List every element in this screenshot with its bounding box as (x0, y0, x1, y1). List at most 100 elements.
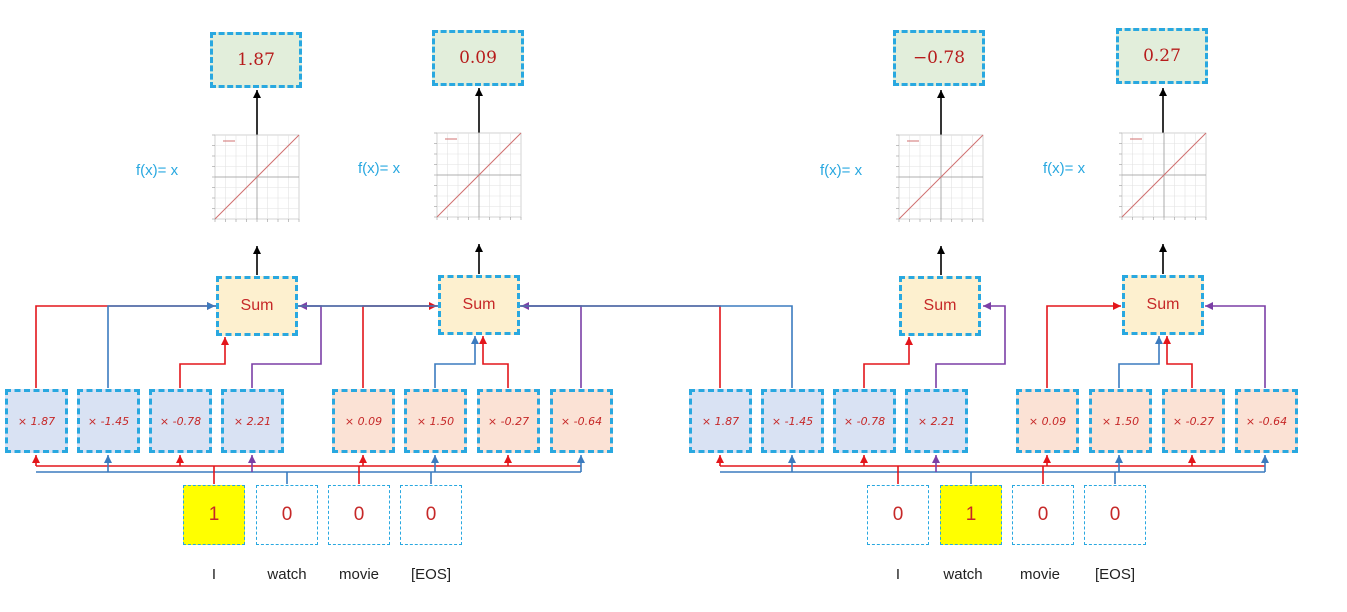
weight-to-sum-wire (215, 305, 793, 388)
token-label: [EOS] (410, 566, 452, 583)
token-label: I (895, 566, 901, 583)
bus-to-weight-arrow-arrowhead (104, 455, 112, 463)
weight-to-sum-wire-arrowhead (471, 336, 479, 344)
output-value: 0.27 (1143, 46, 1181, 66)
sum-to-activation-arrow-arrowhead (475, 244, 483, 252)
weight-box: × -0.64 (550, 389, 613, 453)
weight-box: × -0.27 (1162, 389, 1225, 453)
bus-to-weight-arrow-arrowhead (1043, 455, 1051, 463)
output-value: 0.09 (459, 48, 497, 68)
input-value: 0 (353, 504, 365, 525)
weight-label: × 1.87 (701, 414, 740, 428)
input-value: 0 (425, 504, 437, 525)
activation-to-output-arrow-arrowhead (937, 90, 945, 98)
weight-box: × 1.87 (5, 389, 68, 453)
weight-label: × 0.09 (344, 414, 383, 428)
weight-box: × -0.78 (833, 389, 896, 453)
sum-label: Sum (462, 296, 496, 313)
weight-to-sum-wire-arrowhead (1155, 336, 1163, 344)
weight-label: × 1.87 (17, 414, 56, 428)
bus-to-weight-arrow-arrowhead (716, 455, 724, 463)
sum-label: Sum (240, 297, 274, 314)
weight-label: × 2.21 (917, 414, 956, 428)
token-label: watch (267, 566, 307, 583)
bus-to-weight-arrow-arrowhead (788, 455, 796, 463)
identity-graph (1119, 132, 1207, 220)
input-box-movie: 0 (1012, 485, 1074, 545)
sum-label: Sum (923, 297, 957, 314)
sum-box-1: Sum (216, 276, 298, 336)
bus-to-weight-arrow-arrowhead (504, 455, 512, 463)
weight-box: × 0.09 (332, 389, 395, 453)
bus-to-weight-arrow-arrowhead (1188, 455, 1196, 463)
input-value: 0 (1109, 504, 1121, 525)
weight-box: × -1.45 (761, 389, 824, 453)
weight-box: × 0.09 (1016, 389, 1079, 453)
weight-to-sum-wire-arrowhead (983, 302, 991, 310)
sum-to-activation-arrow-arrowhead (937, 246, 945, 254)
weight-label: × -0.27 (1172, 414, 1215, 428)
identity-graph (896, 134, 984, 222)
weight-label: × -0.64 (1245, 414, 1288, 428)
identity-graph (212, 134, 300, 222)
weight-box: × 2.21 (221, 389, 284, 453)
output-box-1: 1.87 (210, 32, 302, 88)
output-box-2: 0.27 (1116, 28, 1208, 84)
weight-to-sum-wire-arrowhead (905, 337, 913, 345)
activation-label: f(x)= x (1043, 160, 1086, 177)
weight-label: × -1.45 (87, 414, 130, 428)
bus-to-weight-arrow-arrowhead (176, 455, 184, 463)
weight-label: × -0.27 (487, 414, 530, 428)
weight-to-sum-wire (179, 337, 226, 388)
output-value: −0.78 (912, 48, 966, 68)
weight-box: × 1.87 (689, 389, 752, 453)
token-label: I (211, 566, 217, 583)
weight-to-sum-wire (521, 305, 582, 388)
weight-to-sum-wire (863, 337, 910, 388)
weight-label: × 2.21 (233, 414, 272, 428)
sum-box-2: Sum (1122, 275, 1204, 335)
activation-to-output-arrow-arrowhead (253, 90, 261, 98)
weight-to-sum-wire (1046, 305, 1121, 388)
weight-label: × 1.50 (416, 414, 455, 428)
bus-to-weight-arrow-arrowhead (1115, 455, 1123, 463)
input-box-eos: 0 (400, 485, 462, 545)
bus-to-weight-arrow-arrowhead (1261, 455, 1269, 463)
weight-label: × -1.45 (771, 414, 814, 428)
weight-to-sum-wire-arrowhead (1163, 336, 1171, 344)
input-box-eos: 0 (1084, 485, 1146, 545)
sum-label: Sum (1146, 296, 1180, 313)
weight-box: × -1.45 (77, 389, 140, 453)
weight-label: × -0.78 (843, 414, 886, 428)
weight-to-sum-wire-arrowhead (207, 302, 215, 310)
weight-to-sum-wire (935, 305, 1006, 388)
bus-to-weight-arrow-arrowhead (431, 455, 439, 463)
output-box-2: 0.09 (432, 30, 524, 86)
weight-to-sum-wire (362, 305, 437, 388)
input-box-movie: 0 (328, 485, 390, 545)
input-value: 0 (1037, 504, 1049, 525)
sum-to-activation-arrow-arrowhead (1159, 244, 1167, 252)
weight-label: × 0.09 (1028, 414, 1067, 428)
token-label: movie (338, 566, 380, 583)
input-value: 1 (208, 504, 220, 525)
weight-box: × 2.21 (905, 389, 968, 453)
weight-label: × -0.78 (159, 414, 202, 428)
weight-to-sum-wire-arrowhead (1113, 302, 1121, 310)
weight-box: × 1.50 (1089, 389, 1152, 453)
weight-label: × -0.64 (560, 414, 603, 428)
sum-box-2: Sum (438, 275, 520, 335)
token-label: [EOS] (1094, 566, 1136, 583)
bus-to-weight-arrow-arrowhead (32, 455, 40, 463)
activation-label: f(x)= x (358, 160, 401, 177)
weight-to-sum-wire-arrowhead (221, 337, 229, 345)
bus-to-weight-arrow-arrowhead (577, 455, 585, 463)
input-box-i: 1 (183, 485, 245, 545)
token-label: movie (1019, 566, 1061, 583)
activation-label: f(x)= x (136, 162, 179, 179)
input-box-watch: 1 (940, 485, 1002, 545)
input-value: 0 (281, 504, 293, 525)
weight-to-sum-wire (1118, 336, 1160, 388)
